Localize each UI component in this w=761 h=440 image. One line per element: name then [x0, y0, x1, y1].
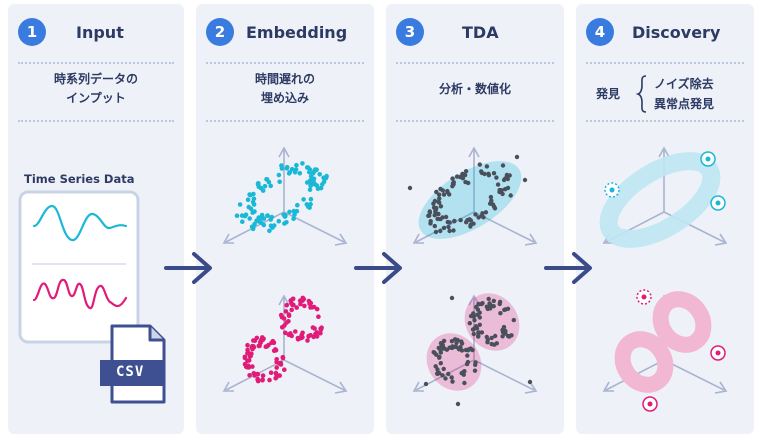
divider — [206, 120, 364, 122]
divider — [586, 62, 744, 64]
step-title-discovery: Discovery — [632, 23, 721, 42]
step-title-tda: TDA — [462, 23, 499, 42]
arrow-right-icon — [544, 252, 592, 284]
discovery-item-noise: ノイズ除去 — [654, 77, 714, 91]
csv-label: CSV — [116, 364, 145, 380]
step-title-input: Input — [76, 23, 124, 42]
arrow-right-icon — [354, 252, 402, 284]
panel-tda: 3 TDA 分析・数値化 — [386, 4, 564, 434]
panel-input: 1 Input 時系列データの インプット Time Series Data — [8, 4, 184, 434]
step-subtitle-embedding: 時間遅れの 埋め込み — [254, 72, 315, 105]
chart-label: Time Series Data — [24, 172, 135, 186]
divider — [396, 62, 554, 64]
divider — [396, 120, 554, 122]
panel-embedding: 2 Embedding 時間遅れの 埋め込み — [196, 4, 374, 434]
divider — [206, 62, 364, 64]
discovery-prefix: 発見 — [596, 87, 621, 101]
step-badge-1: 1 — [18, 18, 46, 46]
step-subtitle-input: 時系列データの インプット — [53, 72, 138, 105]
step-badge-4: 4 — [586, 18, 614, 46]
arrow-right-icon — [164, 252, 212, 284]
panel-discovery: 4 Discovery 発見 ノイズ除去 異常点発見 — [576, 4, 754, 434]
step-badge-2: 2 — [206, 18, 234, 46]
discovery-item-anomaly: 異常点発見 — [654, 97, 715, 111]
divider — [18, 62, 174, 64]
brace-icon — [635, 75, 647, 113]
step-subtitle-discovery: 発見 ノイズ除去 異常点発見 — [576, 74, 754, 114]
divider — [18, 120, 174, 122]
step-badge-3: 3 — [396, 18, 424, 46]
step-title-embedding: Embedding — [246, 23, 348, 42]
step-subtitle-tda: 分析・数値化 — [438, 82, 511, 96]
divider — [586, 120, 744, 122]
